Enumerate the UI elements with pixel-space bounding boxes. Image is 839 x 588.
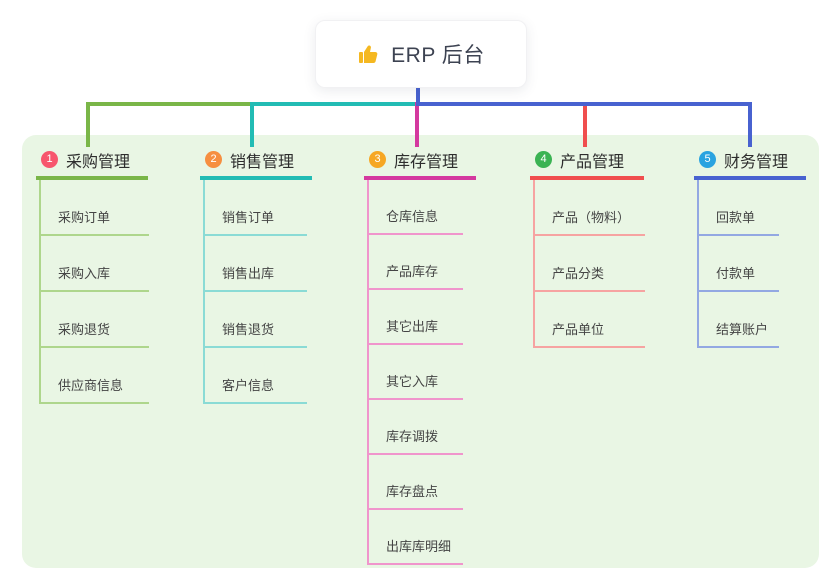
root-label: ERP 后台 [391,44,485,67]
child-label: 销售退货 [222,322,275,337]
branch-children: 仓库信息 产品库存 其它出库 其它入库 库存调拨 库存盘点 出库库明细 [367,180,476,565]
child-label: 结算账户 [716,322,769,337]
child-label: 其它出库 [386,319,439,334]
branch-title: 销售管理 [230,153,295,171]
child-node[interactable]: 产品库存 [369,235,463,290]
child-node[interactable]: 出库库明细 [369,510,463,565]
child-node[interactable]: 客户信息 [205,348,307,404]
child-node[interactable]: 库存调拨 [369,400,463,455]
child-label: 仓库信息 [386,209,439,224]
child-node[interactable]: 产品（物料） [535,180,645,236]
child-label: 供应商信息 [58,378,124,393]
branch-node[interactable]: 3 库存管理 [364,146,476,180]
branch-title: 产品管理 [560,153,625,171]
child-node[interactable]: 采购订单 [41,180,149,236]
branch-5: 5 财务管理 回款单 付款单 结算账户 [694,146,806,348]
mindmap-panel [22,135,819,568]
branch-children: 回款单 付款单 结算账户 [697,180,806,348]
branch-2: 2 销售管理 销售订单 销售出库 销售退货 客户信息 [200,146,312,404]
branch-title: 库存管理 [394,153,459,171]
branch-number-badge: 2 [205,151,222,168]
branch-number-badge: 3 [369,151,386,168]
branch-4: 4 产品管理 产品（物料） 产品分类 产品单位 [530,146,645,348]
child-label: 其它入库 [386,374,439,389]
child-node[interactable]: 其它出库 [369,290,463,345]
child-label: 出库库明细 [386,539,452,554]
child-label: 产品分类 [552,266,605,281]
branch-number-badge: 5 [699,151,716,168]
child-node[interactable]: 产品单位 [535,292,645,348]
child-node[interactable]: 销售订单 [205,180,307,236]
child-node[interactable]: 结算账户 [699,292,779,348]
child-label: 回款单 [716,210,756,225]
child-label: 客户信息 [222,378,275,393]
branch-node[interactable]: 1 采购管理 [36,146,148,180]
child-label: 库存调拨 [386,429,439,444]
thumbs-up-icon [359,45,378,63]
branch-3: 3 库存管理 仓库信息 产品库存 其它出库 其它入库 库存调拨 库存盘点 出库库… [364,146,476,565]
branch-children: 产品（物料） 产品分类 产品单位 [533,180,645,348]
branch-children: 采购订单 采购入库 采购退货 供应商信息 [39,180,149,404]
branch-children: 销售订单 销售出库 销售退货 客户信息 [203,180,312,404]
child-node[interactable]: 付款单 [699,236,779,292]
child-label: 采购退货 [58,322,111,337]
branch-title: 采购管理 [66,153,131,171]
child-node[interactable]: 采购退货 [41,292,149,348]
child-node[interactable]: 供应商信息 [41,348,149,404]
branch-number-badge: 4 [535,151,552,168]
root-node[interactable]: ERP 后台 [315,20,527,88]
child-node[interactable]: 销售退货 [205,292,307,348]
child-label: 销售订单 [222,210,275,225]
child-node[interactable]: 其它入库 [369,345,463,400]
branch-node[interactable]: 2 销售管理 [200,146,312,180]
branch-node[interactable]: 4 产品管理 [530,146,644,180]
branch-1: 1 采购管理 采购订单 采购入库 采购退货 供应商信息 [36,146,149,404]
child-node[interactable]: 库存盘点 [369,455,463,510]
child-node[interactable]: 回款单 [699,180,779,236]
branch-node[interactable]: 5 财务管理 [694,146,806,180]
child-node[interactable]: 销售出库 [205,236,307,292]
child-label: 销售出库 [222,266,275,281]
child-label: 产品单位 [552,322,605,337]
child-node[interactable]: 仓库信息 [369,180,463,235]
child-label: 采购订单 [58,210,111,225]
child-label: 产品库存 [386,264,439,279]
branch-number-badge: 1 [41,151,58,168]
child-node[interactable]: 采购入库 [41,236,149,292]
child-label: 库存盘点 [386,484,439,499]
child-label: 采购入库 [58,266,111,281]
child-node[interactable]: 产品分类 [535,236,645,292]
branch-title: 财务管理 [724,153,789,171]
child-label: 产品（物料） [552,210,631,225]
child-label: 付款单 [716,266,756,281]
